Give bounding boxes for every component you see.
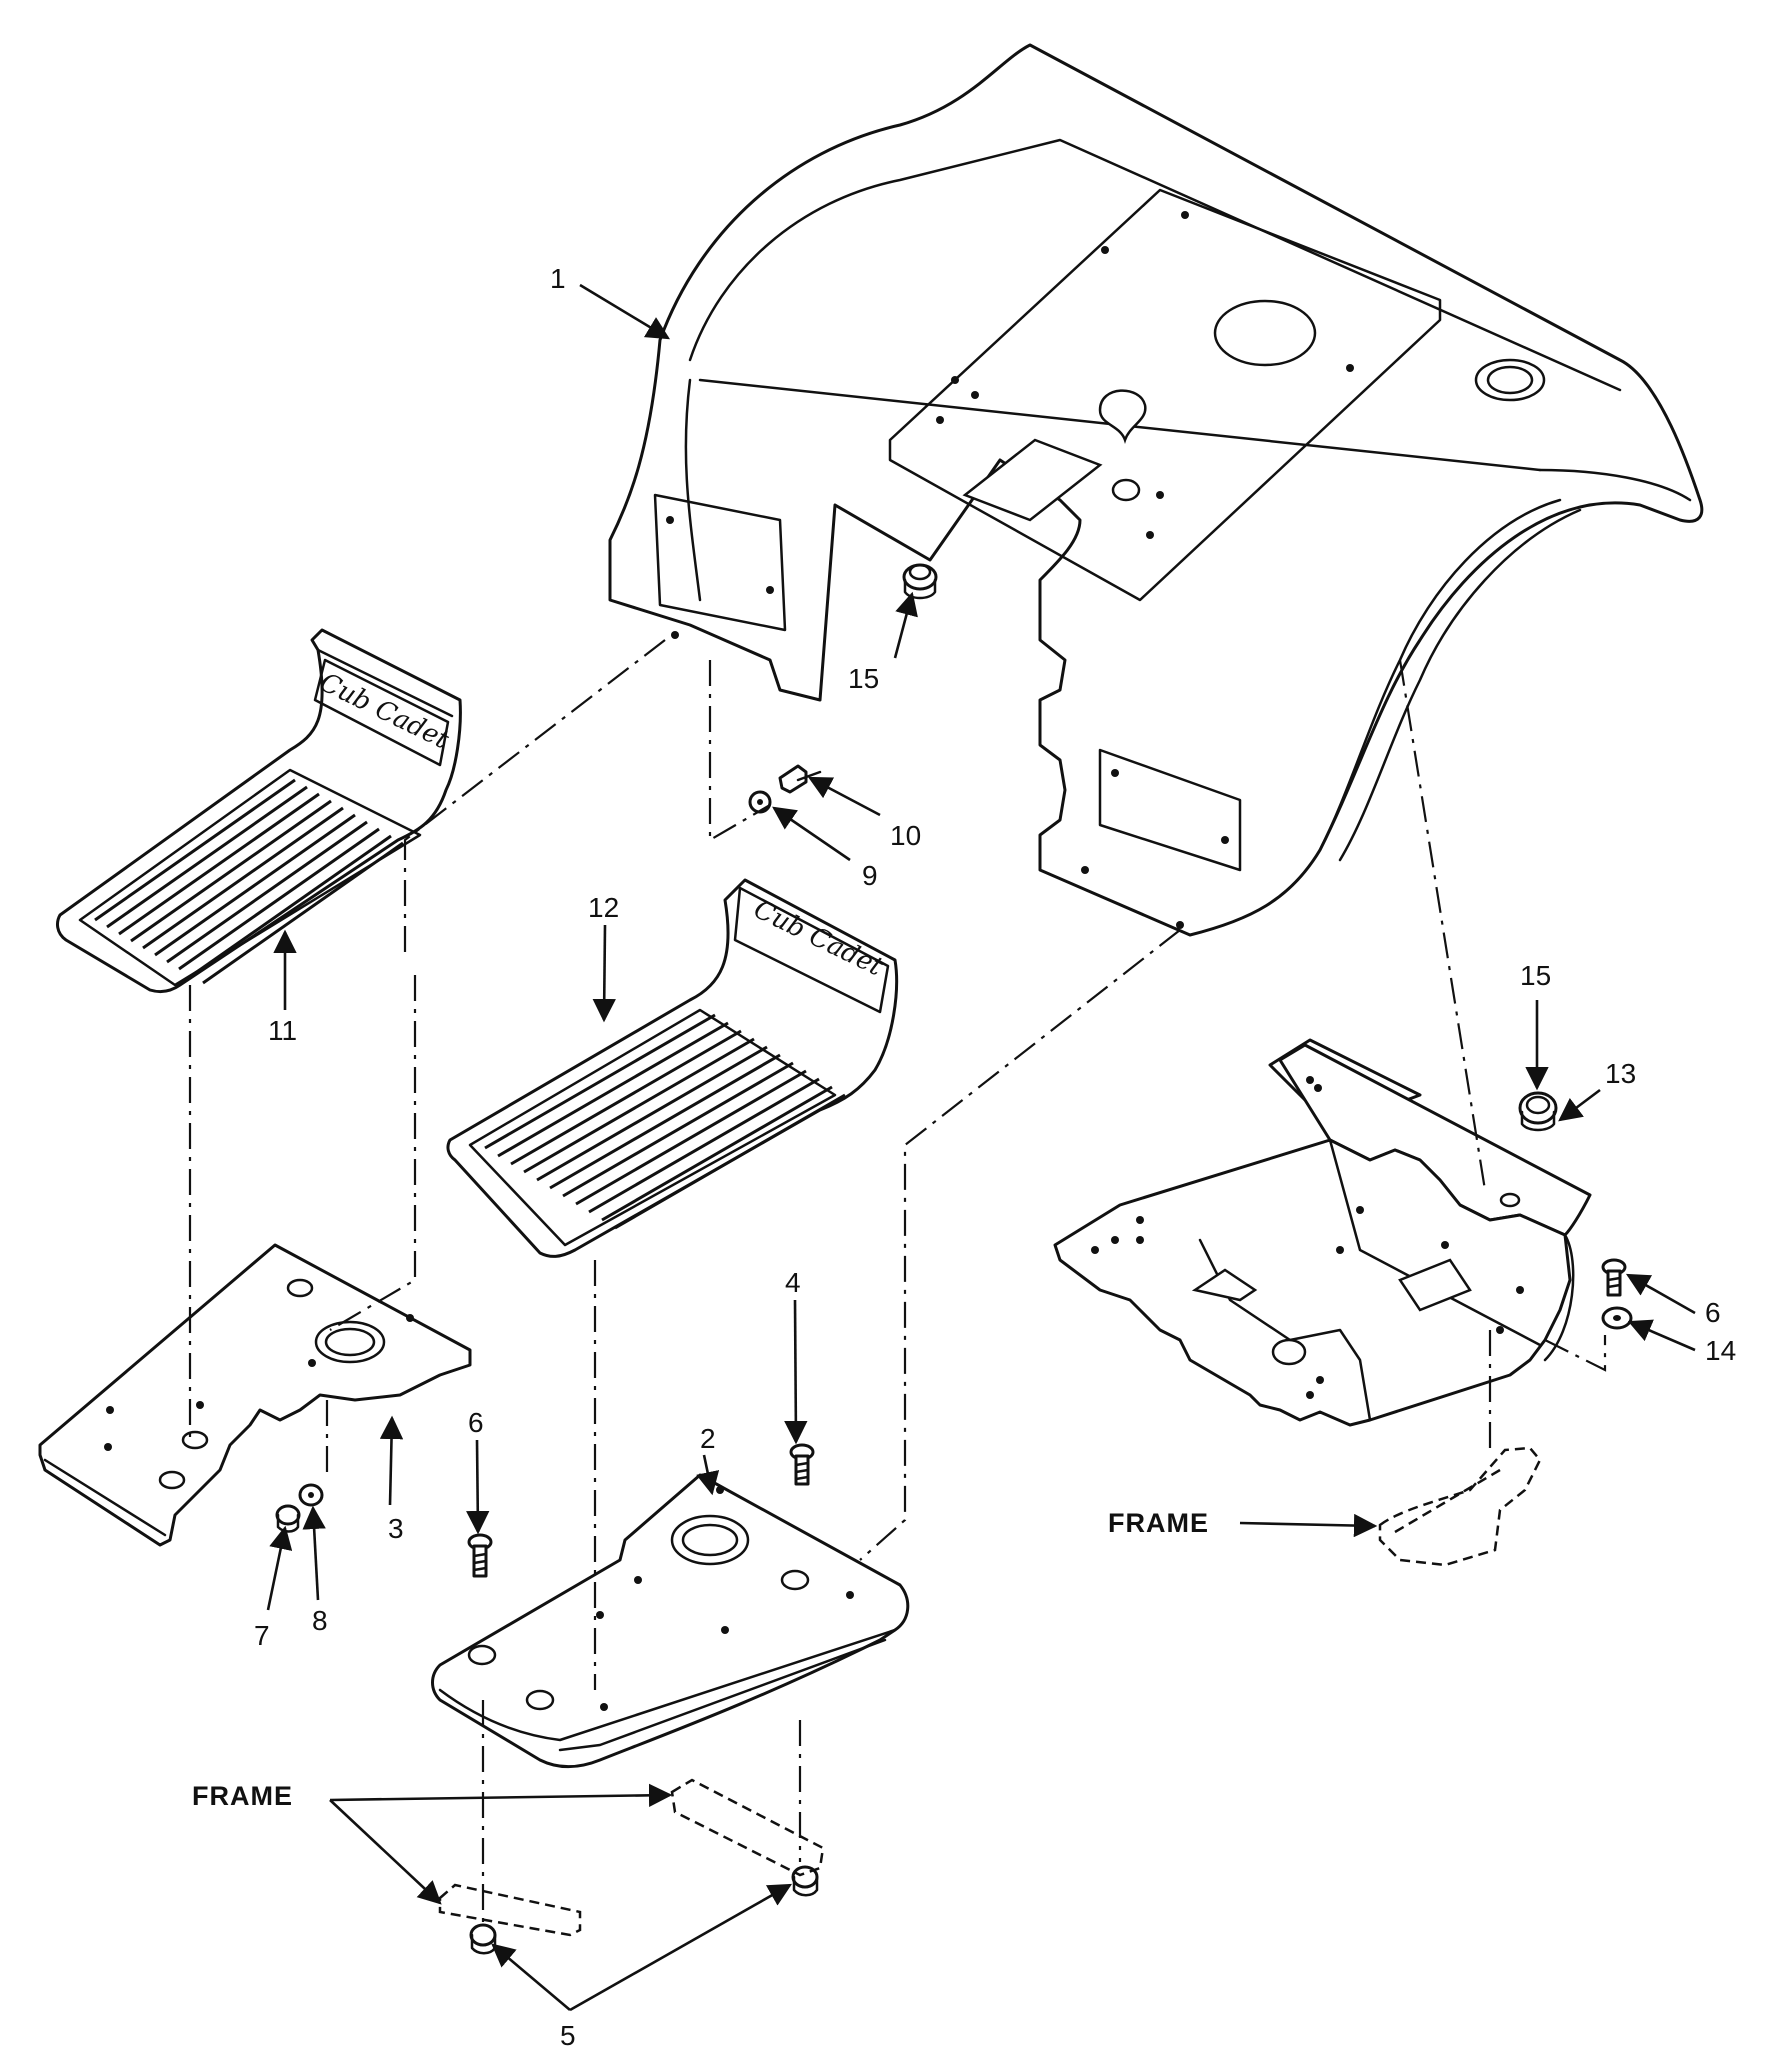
- mat-left-ribs: [94, 778, 404, 985]
- footrest-plate-left: [38, 1243, 472, 1547]
- frame-label-left: FRAME: [192, 1781, 293, 1811]
- callout-11: 11: [268, 1015, 297, 1046]
- frame-label-right: FRAME: [1108, 1508, 1209, 1538]
- callout-15-lower: 15: [1520, 960, 1551, 991]
- assembly-lines: [188, 639, 1607, 1925]
- washer-part-14: [1601, 1306, 1633, 1330]
- footrest-mat-left: Cub Cadet: [56, 628, 462, 994]
- frame-outline-center: [670, 1778, 825, 1877]
- bolt-part-6-right: [1601, 1258, 1627, 1297]
- washer-part-9: [748, 790, 772, 814]
- bolt-part-10: [778, 764, 822, 794]
- callout-6-left: 6: [468, 1407, 484, 1438]
- callout-10: 10: [890, 820, 921, 851]
- callout-2: 2: [700, 1423, 716, 1454]
- callout-15-upper: 15: [848, 663, 879, 694]
- washer-part-8: [298, 1483, 324, 1507]
- nut-part-7: [275, 1504, 301, 1533]
- fender-shell: [608, 43, 1704, 937]
- callout-12: 12: [588, 892, 619, 923]
- support-bracket: [1053, 1038, 1592, 1427]
- callout-1: 1: [550, 263, 566, 294]
- callout-5: 5: [560, 2020, 576, 2051]
- nut-part-5-left: [469, 1923, 497, 1955]
- callout-8: 8: [312, 1605, 328, 1636]
- nut-part-15-lower: [1518, 1091, 1558, 1132]
- mat-center-ribs: [484, 1013, 846, 1230]
- callout-4: 4: [785, 1267, 801, 1298]
- callout-3: 3: [388, 1513, 404, 1544]
- leader-lines: [266, 283, 1696, 2012]
- callout-7: 7: [254, 1620, 270, 1651]
- callout-labels: 1 2 3 4 5 6 6 7 8 9 10 11 12 13 14 15 15…: [192, 263, 1736, 2051]
- callout-9: 9: [862, 860, 878, 891]
- callout-14: 14: [1705, 1335, 1736, 1366]
- frame-outline-left: [438, 1883, 582, 1937]
- footrest-plate-center: [431, 1473, 910, 1769]
- callout-6-right: 6: [1705, 1297, 1721, 1328]
- bolt-part-6-left: [467, 1533, 493, 1578]
- frame-outline-right: [1378, 1446, 1542, 1567]
- bolt-part-4: [789, 1443, 815, 1486]
- nut-part-15-upper: [902, 563, 938, 600]
- footrest-mat-center: Cub Cadet: [446, 878, 899, 1258]
- callout-13: 13: [1605, 1058, 1636, 1089]
